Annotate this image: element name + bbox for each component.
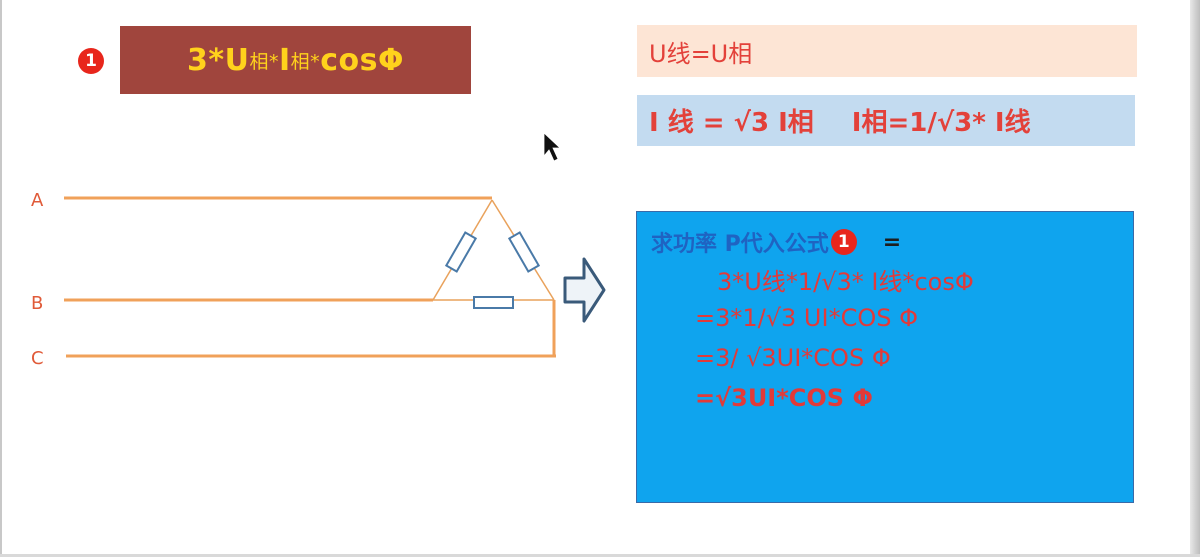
phase-current-relation: I相=1/√3* I线 [851, 108, 1031, 138]
formula-sub-phase-1: 相* [249, 50, 279, 73]
right-arrow-icon [563, 257, 606, 323]
derivation-line-2: =3*1/√3 UI*COS Φ [695, 304, 918, 332]
derivation-line-1: 3*U线*1/√3* I线*cosΦ [717, 268, 974, 296]
derivation-result: =√3UI*COS Φ [695, 384, 873, 412]
line-current-relation: I 线 = √3 I相 [649, 108, 814, 138]
window-scrollbar[interactable] [1190, 0, 1200, 557]
window-bottom-edge [0, 554, 1200, 557]
formula-part-u: 3*U [187, 42, 250, 78]
wire-label-a: A [31, 190, 44, 211]
circled-number-icon: 1 [830, 229, 857, 255]
current-relation-box: I 线 = √3 I相 I相=1/√3* I线 [637, 95, 1135, 146]
voltage-relation-box: U线=U相 [637, 25, 1137, 77]
derivation-heading-text: 求功率 P代入公式 [651, 232, 829, 257]
formula-part-cos: cosΦ [320, 42, 404, 78]
wire-label-b: B [31, 293, 43, 314]
window-left-edge [0, 0, 2, 557]
circled-number-icon: 1 [78, 48, 104, 74]
formula-sub-phase-2: 相* [290, 50, 321, 73]
derivation-heading-equals: = [882, 229, 902, 255]
resistor-icon [473, 296, 514, 309]
formula-part-i: I [279, 42, 291, 78]
derivation-heading: 求功率 P代入公式 1 = [651, 226, 901, 258]
voltage-relation-text: U线=U相 [649, 39, 753, 68]
resistor-icon [507, 231, 541, 273]
derivation-line-3: =3/ √3UI*COS Φ [695, 344, 891, 372]
wire-label-c: C [31, 348, 44, 369]
resistor-icon [444, 231, 478, 273]
mouse-cursor-icon [543, 132, 562, 162]
power-derivation-box: 求功率 P代入公式 1 = 3*U线*1/√3* I线*cosΦ =3*1/√3… [636, 211, 1134, 503]
